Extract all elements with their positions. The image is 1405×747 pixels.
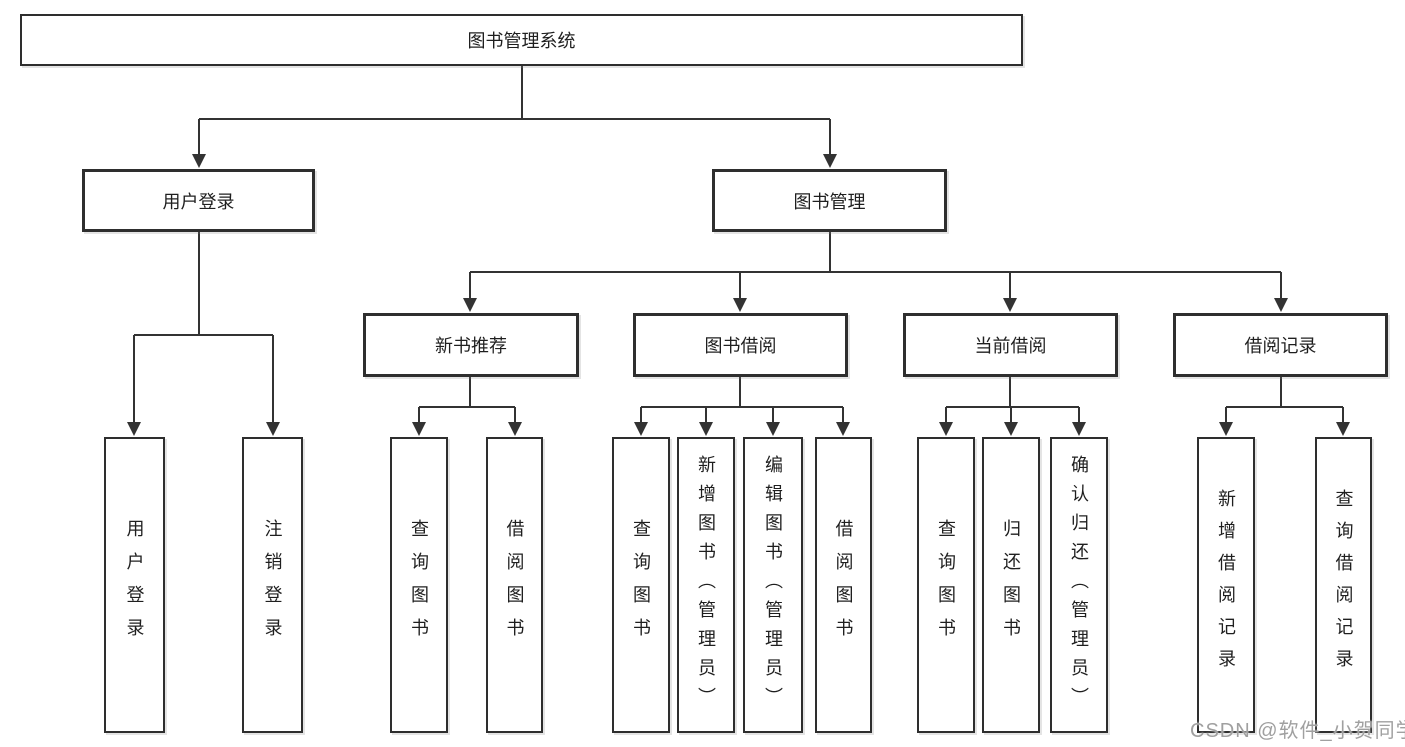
- node-new-book-recommend-label: 新书推荐: [435, 336, 507, 356]
- leaf-confirm-return-admin-label: 确认归还（管理员）: [1069, 454, 1089, 716]
- leaf-borrowing-borrow-books-label: 借阅图书: [833, 519, 854, 651]
- leaf-confirm-return-admin: 确认归还（管理员）: [1050, 437, 1108, 733]
- node-book-borrowing-label: 图书借阅: [704, 336, 777, 356]
- leaf-recommend-query-books: 查询图书: [390, 437, 448, 733]
- leaf-borrowing-borrow-books: 借阅图书: [815, 437, 872, 733]
- node-user-login-group: 用户登录: [82, 169, 315, 232]
- node-borrowing-records-label: 借阅记录: [1244, 336, 1317, 356]
- node-root-system: 图书管理系统: [20, 14, 1023, 66]
- node-root-label: 图书管理系统: [467, 31, 576, 51]
- leaf-add-borrow-record: 新增借阅记录: [1197, 437, 1255, 733]
- leaf-user-login-label: 用户登录: [124, 519, 145, 651]
- leaf-edit-books-admin: 编辑图书（管理员）: [743, 437, 803, 733]
- node-book-management-group: 图书管理: [712, 169, 947, 232]
- node-current-borrowing: 当前借阅: [903, 313, 1118, 377]
- leaf-query-borrow-record-label: 查询借阅记录: [1333, 489, 1354, 681]
- node-book-borrowing: 图书借阅: [633, 313, 848, 377]
- leaf-logout: 注销登录: [242, 437, 303, 733]
- leaf-recommend-borrow-books-label: 借阅图书: [504, 519, 525, 651]
- node-user-login-group-label: 用户登录: [162, 191, 235, 212]
- leaf-add-books-admin: 新增图书（管理员）: [677, 437, 735, 733]
- leaf-current-query-books-label: 查询图书: [936, 519, 956, 651]
- leaf-logout-label: 注销登录: [262, 519, 283, 651]
- leaf-borrowing-query-books-label: 查询图书: [631, 519, 651, 651]
- leaf-recommend-borrow-books: 借阅图书: [486, 437, 543, 733]
- node-borrowing-records: 借阅记录: [1173, 313, 1388, 377]
- leaf-add-books-admin-label: 新增图书（管理员）: [696, 454, 716, 716]
- leaf-recommend-query-books-label: 查询图书: [409, 519, 429, 651]
- leaf-add-borrow-record-label: 新增借阅记录: [1216, 489, 1236, 681]
- node-new-book-recommend: 新书推荐: [363, 313, 579, 377]
- leaf-current-query-books: 查询图书: [917, 437, 975, 733]
- leaf-return-books-label: 归还图书: [1001, 519, 1021, 651]
- arrowheads: [127, 154, 1350, 436]
- leaf-return-books: 归还图书: [982, 437, 1040, 733]
- csdn-watermark: CSDN @软件_小贺同学: [1190, 720, 1405, 742]
- node-book-management-label: 图书管理: [793, 191, 866, 212]
- leaf-edit-books-admin-label: 编辑图书（管理员）: [763, 454, 783, 716]
- leaf-borrowing-query-books: 查询图书: [612, 437, 670, 733]
- leaf-query-borrow-record: 查询借阅记录: [1315, 437, 1372, 733]
- node-current-borrowing-label: 当前借阅: [974, 336, 1047, 356]
- leaf-user-login: 用户登录: [104, 437, 165, 733]
